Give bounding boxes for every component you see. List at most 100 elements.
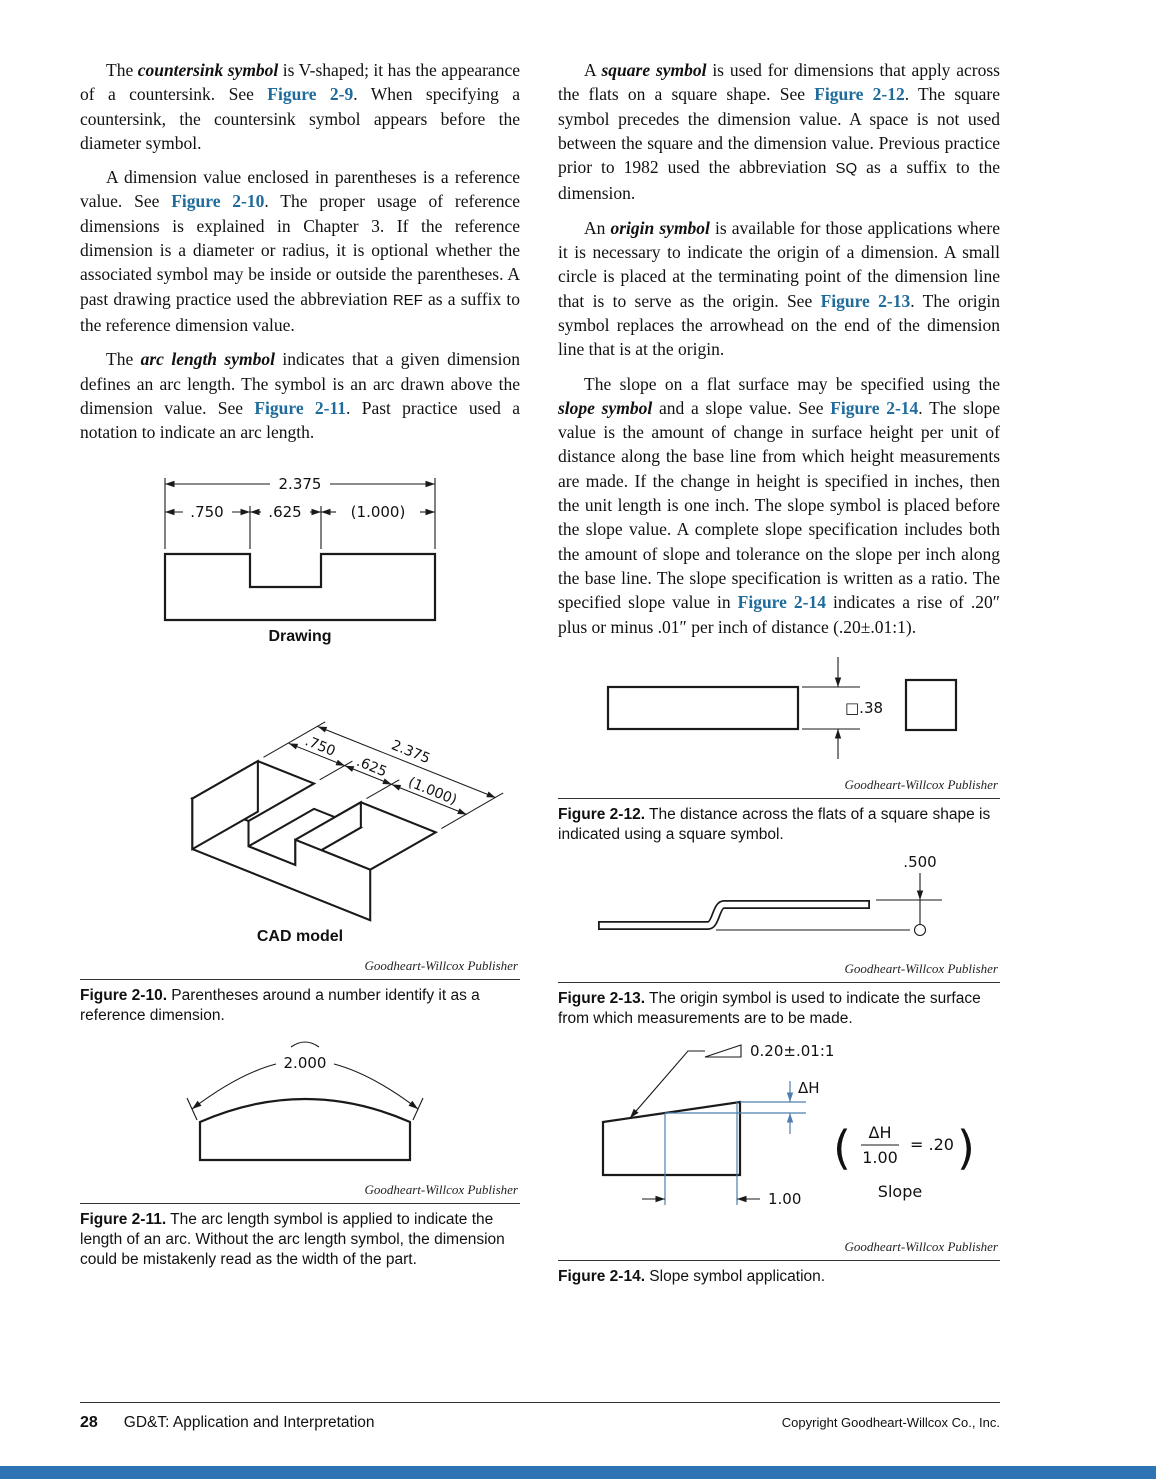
cad-model-label: CAD model [256,928,344,946]
equation-denominator: 1.00 [862,1148,898,1167]
text-segment: SQ [835,160,858,178]
text-segment: countersink symbol [137,60,279,80]
text-segment: Parentheses around a number identify it … [80,987,480,1025]
bent-strip-part [598,899,870,930]
figure-reference: Figure 2-13 [820,290,911,311]
figure-2-10: 2.375 .750 .625 (1.000) Drawing [80,454,520,1026]
figure-2-12: □.38 Goodheart-Willcox Publisher Figure … [558,649,1000,845]
left-column: The countersink symbol is V-shaped; it h… [80,58,520,1276]
figure-reference: Figure 2-14 [737,592,826,613]
text-segment: . The slope value is the amount of chang… [558,397,1000,613]
copyright-notice: Copyright Goodheart-Willcox Co., Inc. [781,1415,1000,1430]
figure-2-14-slope-drawing: 0.20±.01:1 ΔH 1.00 [601,1042,975,1208]
bar-side-view [606,685,800,730]
equation-close-paren: ) [957,1121,975,1175]
text-segment: . The proper usage of reference dimensio… [80,191,520,309]
text-segment: The [106,60,138,80]
figure-2-11-caption: Figure 2-11. The arc length symbol is ap… [80,1203,520,1270]
dim-text-overall: 2.375 [279,475,322,493]
footer-left: 28 GD&T: Application and Interpretation [80,1414,375,1432]
dim-text-b: .625 [268,503,301,521]
figure-2-12-square-drawing: □.38 [606,656,958,759]
figure-reference: Figure 2-9 [267,84,354,105]
paragraph-slope-symbol: The slope on a flat surface may be speci… [558,372,1000,639]
paragraph-arc-length-symbol: The arc length symbol indicates that a g… [80,347,520,444]
slope-label: Slope [878,1182,922,1201]
text-segment: . The square symbol precedes the dimensi… [558,84,1000,178]
paragraph-countersink-symbol: The countersink symbol is V-shaped; it h… [80,58,520,155]
text-segment: arc length symbol [140,349,275,370]
text-segment: square symbol [601,60,707,80]
figure-2-13: .500 Goodheart-Willcox Publisher Figure … [558,853,1000,1029]
drawing-view-label: Drawing [268,628,332,646]
text-segment: Figure 2-11. [80,1211,167,1229]
slope-equation: ( ΔH 1.00 = .20 ) Slope [833,1121,975,1201]
cad-dimensions: 2.375 .750 .625 (1.000) [288,726,496,816]
figure-2-14: 0.20±.01:1 ΔH 1.00 [558,1037,1000,1287]
paragraph-square-symbol: A square symbol is used for dimensions t… [558,58,1000,206]
origin-dimension: .500 [903,853,937,936]
slope-spec-text: 0.20±.01:1 [750,1042,834,1060]
publisher-credit: Goodheart-Willcox Publisher [844,776,998,792]
figure-2-10-drawing-view: 2.375 .750 .625 (1.000) [163,475,437,622]
text-segment: is used for dimensions that apply across… [558,60,1000,105]
origin-extension-lines [716,899,942,931]
arc-extension-lines [186,1098,424,1121]
arc-length-symbol [290,1041,320,1048]
equation-open-paren: ( [833,1121,851,1175]
figure-2-10-caption: Figure 2-10. Parentheses around a number… [80,979,520,1026]
figure-reference: Figure 2-12 [814,84,905,105]
text-segment: . Past practice used a notation to indic… [80,397,520,443]
figure-reference: Figure 2-10 [171,191,265,212]
figure-2-10-cad-model-view: 2.375 .750 .625 (1.000) [189,721,504,923]
text-segment: Slope symbol application. [645,1267,826,1285]
figure-2-11-arc-drawing: 2.000 [186,1041,424,1162]
arc-dim-text: 2.000 [284,1054,327,1072]
publisher-credit: Goodheart-Willcox Publisher [364,1182,518,1198]
run-text: 1.00 [768,1190,801,1208]
square-dimension: □.38 [834,656,883,759]
origin-symbol [913,923,927,936]
book-title: GD&T: Application and Interpretation [123,1414,375,1431]
text-segment: indicates a rise of .20″ plus or minus .… [558,592,1000,637]
slope-reference-lines [664,1101,806,1205]
figure-2-12-caption: Figure 2-12. The distance across the fla… [558,797,1000,845]
text-segment: . When specifying a countersink, the cou… [80,84,520,153]
text-segment: Figure 2-13. [558,989,645,1007]
text-segment: is available for those applications wher… [558,217,1001,311]
publisher-credit: Goodheart-Willcox Publisher [844,960,998,976]
text-segment: Figure 2-10. [80,987,167,1005]
text-segment: indicates that a given dimension defines… [80,349,520,418]
text-segment: The distance across the flats of a squar… [558,805,991,843]
figure-2-13-caption: Figure 2-13. The origin symbol is used t… [558,981,1000,1029]
slope-symbol [704,1044,742,1058]
run-dimension: 1.00 [642,1190,801,1208]
text-segment: Figure 2-14. [558,1267,645,1285]
text-segment: slope symbol [558,397,653,418]
page-footer: 28 GD&T: Application and Interpretation C… [80,1402,1000,1432]
text-segment: The slope on a flat surface may be speci… [584,373,1000,394]
text-segment: Figure 2-12. [558,805,645,823]
text-segment: . The origin symbol replaces the arrowhe… [558,290,1000,360]
slope-leader-line [629,1050,705,1119]
cad-dim-text-overall: 2.375 [389,738,432,768]
figure-2-11: 2.000 Goodheart-Willcox Publisher Figure… [80,1034,520,1270]
text-segment: as a suffix to the reference dimension v… [80,288,520,335]
arc-dimension: 2.000 [191,1041,419,1110]
square-extension-lines [802,686,860,730]
figure-2-13-origin-drawing: .500 [598,853,942,936]
dimension-chain: .750 .625 (1.000) [165,503,435,521]
text-segment: An [584,217,611,238]
dim-text-reference: (1.000) [351,503,406,521]
text-segment: The [106,349,141,370]
page-number: 28 [80,1414,98,1431]
figure-reference: Figure 2-14 [830,397,919,418]
part-outline [163,553,437,622]
dimension-overall: 2.375 [165,475,435,493]
text-segment: and a slope value. See [652,397,831,418]
square-dim-text: □.38 [845,699,883,717]
right-column: A square symbol is used for dimensions t… [558,58,1000,1293]
square-end-view [904,678,958,731]
equation-result: = .20 [910,1135,954,1154]
